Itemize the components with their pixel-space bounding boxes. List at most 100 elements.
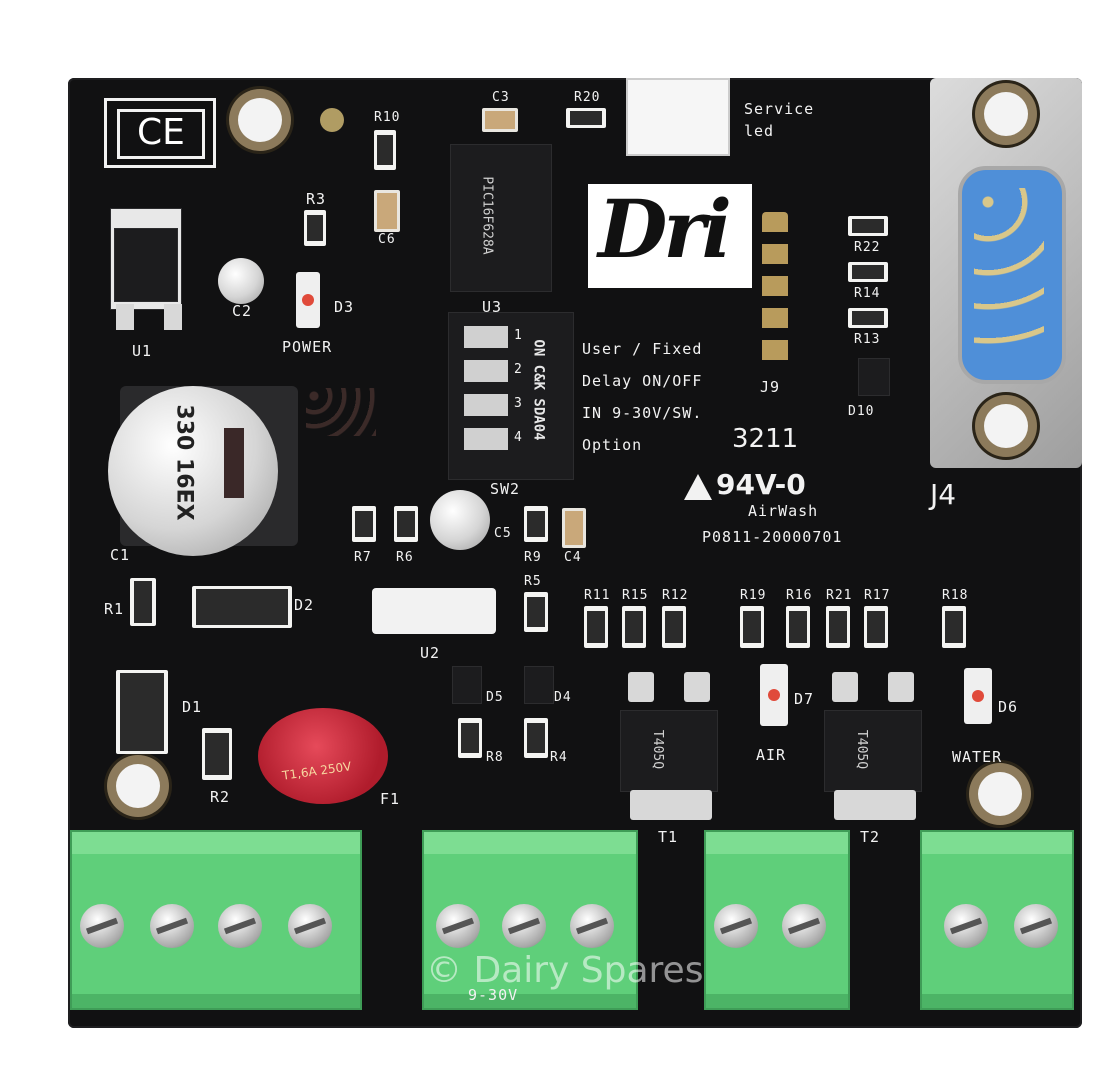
terminal-screw[interactable] bbox=[714, 904, 758, 948]
date-code: 3211 bbox=[732, 424, 799, 454]
j4-label: J4 bbox=[930, 478, 957, 511]
d3-label: D3 bbox=[334, 298, 355, 316]
d1-label: D1 bbox=[182, 698, 203, 716]
r12-label: R12 bbox=[662, 588, 689, 603]
r17-resistor bbox=[864, 606, 888, 648]
r11-resistor bbox=[584, 606, 608, 648]
r9-label: R9 bbox=[524, 550, 542, 565]
r13-resistor bbox=[848, 308, 888, 328]
r14-resistor bbox=[848, 262, 888, 282]
r10-label: R10 bbox=[374, 110, 401, 125]
t1-pin bbox=[684, 672, 710, 702]
j9-header bbox=[762, 212, 788, 368]
service-led-label-line2: led bbox=[744, 122, 775, 140]
r15-resistor bbox=[622, 606, 646, 648]
t1-marking: T405Q bbox=[650, 729, 666, 770]
power-label: POWER bbox=[282, 338, 333, 356]
switch-label-input: IN 9-30V/SW. bbox=[582, 404, 703, 422]
r9-resistor bbox=[524, 506, 548, 542]
f1-label: F1 bbox=[380, 790, 401, 808]
r20-resistor bbox=[566, 108, 606, 128]
terminal-screw[interactable] bbox=[218, 904, 262, 948]
t2-marking: T405Q bbox=[854, 729, 870, 770]
dip-switch-number: 2 bbox=[514, 362, 523, 377]
ce-mark-text: CE bbox=[117, 109, 205, 159]
r12-resistor bbox=[662, 606, 686, 648]
u2-label: U2 bbox=[420, 644, 441, 662]
dri-logo bbox=[588, 184, 752, 288]
mounting-hole bbox=[116, 764, 160, 808]
d7-label: D7 bbox=[794, 690, 815, 708]
r22-resistor bbox=[848, 216, 888, 236]
r6-label: R6 bbox=[396, 550, 414, 565]
terminal-screw[interactable] bbox=[80, 904, 124, 948]
t1-label: T1 bbox=[658, 828, 679, 846]
r21-label: R21 bbox=[826, 588, 853, 603]
c5-label: C5 bbox=[494, 526, 512, 541]
j4-pins bbox=[974, 188, 1044, 358]
r20-label: R20 bbox=[574, 90, 601, 105]
r15-label: R15 bbox=[622, 588, 649, 603]
j9-label: J9 bbox=[760, 378, 781, 396]
terminal-screw[interactable] bbox=[436, 904, 480, 948]
r21-resistor bbox=[826, 606, 850, 648]
dip-switch-lever[interactable] bbox=[464, 360, 508, 382]
dip-switch-brand: ON C&K SDA04 bbox=[530, 339, 547, 441]
t2-transistor bbox=[824, 710, 922, 792]
r13-label: R13 bbox=[854, 332, 881, 347]
dip-switch-number: 3 bbox=[514, 396, 523, 411]
t2-pin bbox=[888, 672, 914, 702]
c1-marking bbox=[224, 428, 244, 498]
u3-marking: PIC16F628A bbox=[479, 176, 495, 255]
d5-label: D5 bbox=[486, 690, 504, 705]
mounting-hole bbox=[238, 98, 282, 142]
terminal-block-2way-air[interactable] bbox=[704, 830, 850, 1010]
terminal-screw[interactable] bbox=[570, 904, 614, 948]
terminal-screw[interactable] bbox=[944, 904, 988, 948]
dip-switch-lever[interactable] bbox=[464, 428, 508, 450]
d7-air-led bbox=[760, 664, 788, 726]
brand-label: AirWash bbox=[748, 502, 819, 520]
c4-label: C4 bbox=[564, 550, 582, 565]
r2-label: R2 bbox=[210, 788, 231, 806]
mounting-hole bbox=[978, 772, 1022, 816]
r17-label: R17 bbox=[864, 588, 891, 603]
r5-resistor bbox=[524, 592, 548, 632]
terminal-screw[interactable] bbox=[502, 904, 546, 948]
pin-header bbox=[306, 388, 376, 436]
dip-switch-number: 4 bbox=[514, 430, 523, 445]
u1-label: U1 bbox=[132, 342, 153, 360]
d6-label: D6 bbox=[998, 698, 1019, 716]
u1-pin bbox=[116, 304, 134, 330]
c3-label: C3 bbox=[492, 90, 510, 105]
dip-switch-lever[interactable] bbox=[464, 326, 508, 348]
d10-label: D10 bbox=[848, 404, 875, 419]
r11-label: R11 bbox=[584, 588, 611, 603]
r8-resistor bbox=[458, 718, 482, 758]
r19-label: R19 bbox=[740, 588, 767, 603]
r1-resistor bbox=[130, 578, 156, 626]
u1-regulator-body bbox=[114, 228, 178, 302]
d2-diode bbox=[192, 586, 292, 628]
terminal-screw[interactable] bbox=[288, 904, 332, 948]
terminal-screw[interactable] bbox=[782, 904, 826, 948]
ce-mark: CE bbox=[104, 98, 216, 168]
terminal-screw[interactable] bbox=[1014, 904, 1058, 948]
r22-label: R22 bbox=[854, 240, 881, 255]
r6-resistor bbox=[394, 506, 418, 542]
dip-switch-lever[interactable] bbox=[464, 394, 508, 416]
terminal-screw[interactable] bbox=[150, 904, 194, 948]
f1-fuse bbox=[258, 708, 388, 804]
u1-pin bbox=[164, 304, 182, 330]
r5-label: R5 bbox=[524, 574, 542, 589]
c2-capacitor bbox=[218, 258, 264, 304]
t2-tab bbox=[834, 790, 916, 820]
t1-tab bbox=[630, 790, 712, 820]
service-led-label-line1: Service bbox=[744, 100, 815, 118]
r7-resistor bbox=[352, 506, 376, 542]
dairy-spares-watermark: © Dairy Spares bbox=[426, 950, 704, 991]
c6-capacitor bbox=[374, 190, 400, 232]
d3-power-led bbox=[296, 272, 320, 328]
t1-pin bbox=[628, 672, 654, 702]
u2-optocoupler bbox=[372, 588, 496, 634]
